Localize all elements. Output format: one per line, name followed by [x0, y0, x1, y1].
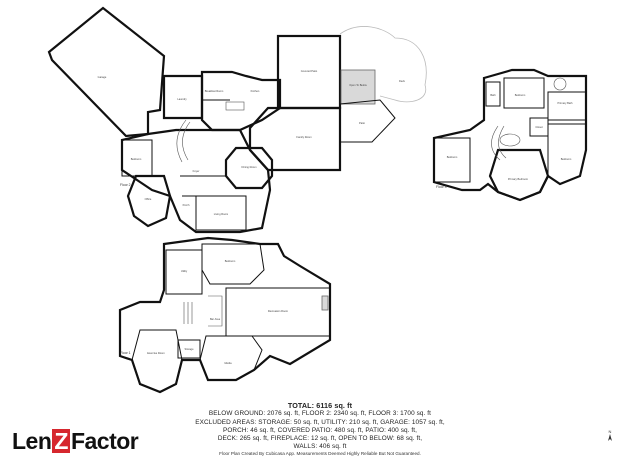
room-label-covered-patio: Covered Patio [301, 69, 318, 73]
closet-outline [529, 117, 549, 137]
stair-curve-f3 [491, 125, 507, 161]
footer-disclaimer: Floor Plan Created By Cubicasa App. Meas… [219, 451, 421, 456]
room-label-porch: Porch [183, 203, 190, 207]
floor-label-3: Floor 3 [436, 185, 447, 189]
open-to-below-area [340, 69, 376, 105]
deck-outline [339, 26, 427, 103]
bar-counter [208, 295, 223, 327]
storage-outline [177, 339, 201, 359]
floor-2-plan: Garage Laundry Breakfast Room Kitchen Co… [47, 6, 427, 234]
kitchen-outline [200, 70, 282, 132]
floor-label-2: Floor 2 [120, 183, 131, 187]
bedroom-bg-outline [201, 243, 265, 285]
room-label-foyer: Foyer [193, 169, 200, 173]
room-label-storage: Storage [184, 347, 194, 351]
main-level-outline [120, 128, 272, 234]
primary-bedroom-outline [488, 148, 550, 202]
bath-f3-outline [485, 81, 501, 107]
logo-text-len: Len [12, 428, 52, 454]
logo-text-z: Z [52, 428, 70, 454]
totals-line-4: DECK: 265 sq. ft, FIREPLACE: 12 sq. ft, … [217, 435, 423, 443]
room-label-patio: Patio [359, 121, 365, 125]
tub [553, 77, 567, 91]
area-totals: TOTAL: 6116 sq. ft BELOW GROUND: 2076 sq… [0, 401, 640, 452]
room-label-open-below: Open To Below [349, 83, 367, 87]
totals-line-2: EXCLUDED AREAS: STORAGE: 50 sq. ft, UTIL… [195, 418, 445, 426]
bedroom-f3a-outline [503, 77, 545, 109]
stair-bg [183, 302, 193, 324]
utility-outline [165, 249, 203, 295]
office-outline [126, 174, 172, 228]
room-label-closet: Closet [535, 125, 543, 129]
room-label-family-room: Family Room [296, 135, 311, 139]
room-label-utility: Utility [181, 269, 188, 273]
room-label-garage: Garage [98, 75, 107, 79]
room-label-exercise: Exercise Room [147, 351, 165, 355]
recreation-outline [225, 287, 331, 337]
living-room-outline [195, 195, 247, 231]
room-label-primary-bath: Primary Bath [558, 101, 574, 105]
total-heading: TOTAL: 6116 sq. ft [287, 401, 353, 410]
fireplace [321, 295, 329, 311]
logo-text-factor: Factor [70, 428, 139, 454]
north-arrow-icon: N [608, 429, 612, 441]
room-label-bedroom-f3b: Bedroom [447, 155, 458, 159]
floor-label-below: Floor 1 [120, 351, 131, 355]
media-outline [199, 335, 263, 381]
room-label-bedroom-bg: Bedroom [225, 259, 236, 263]
room-label-dining: Dining Room [242, 165, 257, 169]
room-label-living-room: Living Room [214, 212, 228, 216]
landing-oval [499, 133, 521, 147]
bedroom-f3b-outline [433, 137, 471, 183]
floor-3-plan: Bedroom Primary Bath Closet Bath Bedroom… [432, 68, 588, 202]
totals-line-3: PORCH: 46 sq. ft, COVERED PATIO: 480 sq.… [222, 426, 418, 434]
bedroom-f3c-outline [547, 123, 587, 185]
room-label-primary-bedroom: Primary Bedroom [508, 177, 528, 181]
family-room-outline [248, 106, 342, 172]
north-arrow-shape [608, 434, 612, 441]
primary-bath-outline [547, 91, 587, 121]
garage-outline [47, 6, 166, 138]
room-label-deck: Deck [399, 79, 406, 83]
room-label-breakfast: Breakfast Room [205, 89, 224, 93]
room-label-bedroom-f2: Bedroom [131, 157, 142, 161]
bedroom-f2-outline [121, 139, 153, 177]
totals-line-5: WALLS: 406 sq. ft [293, 443, 347, 451]
exercise-outline [131, 329, 183, 393]
dining-room-outline [224, 146, 274, 190]
room-label-bar: Bar Area [210, 317, 221, 321]
room-label-office: Office [145, 197, 152, 201]
room-label-laundry: Laundry [177, 97, 187, 101]
floor-plan-drawing: Garage Laundry Breakfast Room Kitchen Co… [47, 6, 588, 394]
totals-line-1: BELOW GROUND: 2076 sq. ft, FLOOR 2: 2340… [208, 410, 432, 418]
room-label-recreation: Recreation Room [268, 309, 288, 313]
below-ground-plan: Bedroom Utility Recreation Room Bar Area… [118, 236, 332, 394]
room-label-media: Media [224, 361, 232, 365]
kitchen-island [225, 101, 245, 111]
laundry-outline [162, 74, 204, 120]
north-letter: N [609, 429, 612, 434]
room-label-bath-f3: Bath [490, 93, 496, 97]
room-label-kitchen: Kitchen [251, 89, 260, 93]
room-label-bedroom-f3c: Bedroom [561, 157, 572, 161]
stair-curve [176, 119, 191, 163]
room-label-bedroom-f3a: Bedroom [515, 93, 526, 97]
patio-outline [339, 99, 396, 143]
